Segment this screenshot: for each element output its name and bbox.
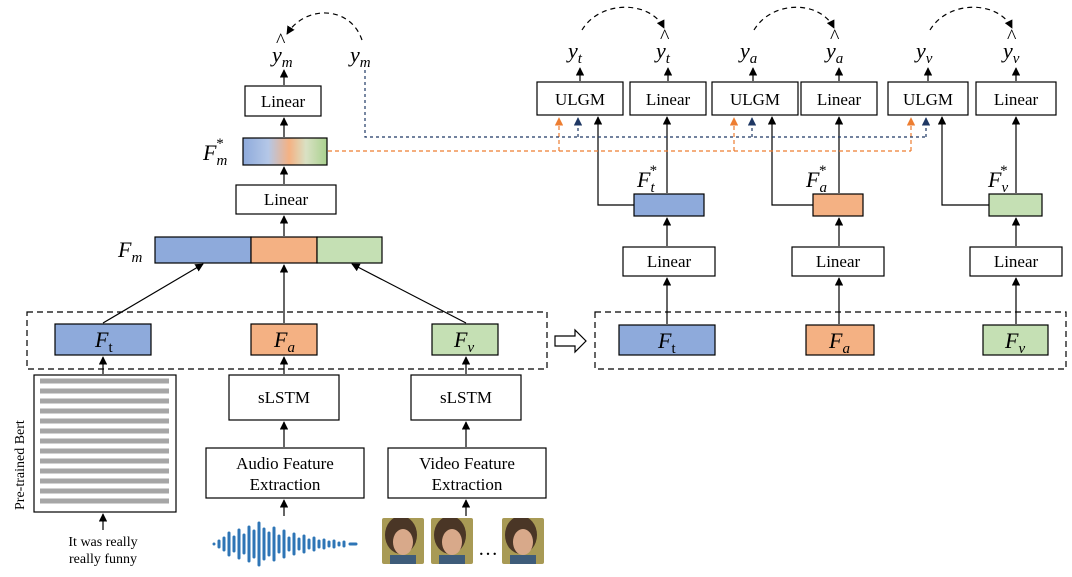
blue-dashed-ym-links [364, 70, 931, 138]
video-extraction-box [387, 447, 547, 499]
arrow-fastar-to-ulgm [767, 116, 813, 206]
right-text-feature-box [618, 324, 716, 356]
video-linear-upper [975, 81, 1057, 116]
text-representation-box [633, 193, 705, 217]
text-input-line1: It was really [68, 535, 137, 550]
video-frame-3 [502, 518, 544, 564]
multimodal-linear-upper-label: Linear [261, 92, 306, 111]
bert-label: Pre-trained Bert [13, 420, 28, 510]
fused-feature-label: Fm [117, 237, 142, 266]
video-linear-lower-label: Linear [994, 252, 1039, 271]
dashed-yv-to-yhatv [929, 6, 1013, 31]
audio-extraction-line1: Audio Feature [236, 454, 334, 473]
text-linear-lower [622, 246, 716, 277]
audio-extraction-line2: Extraction [250, 475, 321, 494]
hat-a: ^ [830, 26, 840, 48]
audio-slstm-box [228, 374, 340, 421]
fused-video-segment [316, 236, 383, 264]
video-extraction-line2: Extraction [432, 475, 503, 494]
audio-representation-box [812, 193, 864, 217]
dashed-ya-to-yhata [753, 6, 835, 31]
text-linear-upper-label: Linear [646, 90, 691, 109]
text-feature-box [54, 323, 152, 356]
audio-slstm-label: sLSTM [258, 388, 310, 407]
right-video-feature-box [982, 324, 1049, 356]
video-slstm-box [410, 374, 522, 421]
bert-token-lines [40, 378, 169, 504]
audio-linear-upper [800, 81, 878, 116]
arrow-fvstar-to-ulgm [937, 116, 989, 206]
text-representation-label: Ft* [636, 163, 657, 196]
text-ulgm-box [536, 81, 624, 116]
audio-target-label: ya [738, 38, 757, 67]
right-audio-feature-box [805, 324, 875, 356]
dashed-yt-to-yhatt [581, 6, 665, 31]
video-ulgm-label: ULGM [903, 90, 953, 109]
video-representation-box [988, 193, 1043, 217]
audio-representation-label: Fa* [805, 163, 827, 196]
text-target-label: yt [566, 38, 583, 67]
audio-extraction-box [205, 447, 365, 499]
hat-t: ^ [660, 26, 670, 48]
fused-text-segment [154, 236, 252, 264]
fused-representation-box [242, 137, 328, 166]
text-linear-upper [629, 81, 707, 116]
dashed-ym-to-yhatm [286, 12, 363, 41]
text-linear-lower-label: Linear [647, 252, 692, 271]
audio-waveform-icon [212, 521, 358, 567]
video-target-label: yv [914, 38, 933, 67]
audio-linear-upper-label: Linear [817, 90, 862, 109]
text-ulgm-label: ULGM [555, 90, 605, 109]
fused-representation-label: Fm* [202, 136, 227, 169]
unimodal-features-container [26, 311, 548, 370]
video-representation-label: Fv* [987, 163, 1008, 196]
video-frames-ellipsis: … [478, 538, 498, 560]
video-feature-box [431, 323, 499, 356]
audio-feature-box [250, 323, 318, 356]
multimodal-linear-lower [235, 184, 337, 215]
arrow-ft-to-fm [102, 263, 204, 324]
unimodal-branch-container [594, 311, 1067, 370]
multimodal-linear-lower-label: Linear [264, 190, 309, 209]
video-extraction-line1: Video Feature [419, 454, 515, 473]
text-input-line2: really funny [69, 552, 137, 567]
video-frame-1 [382, 518, 424, 564]
multimodal-target-label: ym [348, 42, 371, 71]
video-linear-upper-label: Linear [994, 90, 1039, 109]
audio-ulgm-label: ULGM [730, 90, 780, 109]
video-linear-lower [969, 246, 1063, 277]
hat-v: ^ [1007, 26, 1017, 48]
fused-audio-segment [250, 236, 318, 264]
video-frame-2 [431, 518, 473, 564]
audio-linear-lower-label: Linear [816, 252, 861, 271]
audio-linear-lower [791, 246, 885, 277]
orange-dashed-fmstar-links [328, 117, 916, 152]
video-ulgm-box [887, 81, 969, 116]
arrow-fv-to-fm [351, 263, 467, 324]
hat-m: ^ [276, 30, 286, 52]
arrow-ftstar-to-ulgm [593, 116, 634, 206]
video-slstm-label: sLSTM [440, 388, 492, 407]
expand-arrow-icon [554, 328, 587, 354]
audio-ulgm-box [711, 81, 799, 116]
multimodal-linear-upper [244, 85, 322, 117]
